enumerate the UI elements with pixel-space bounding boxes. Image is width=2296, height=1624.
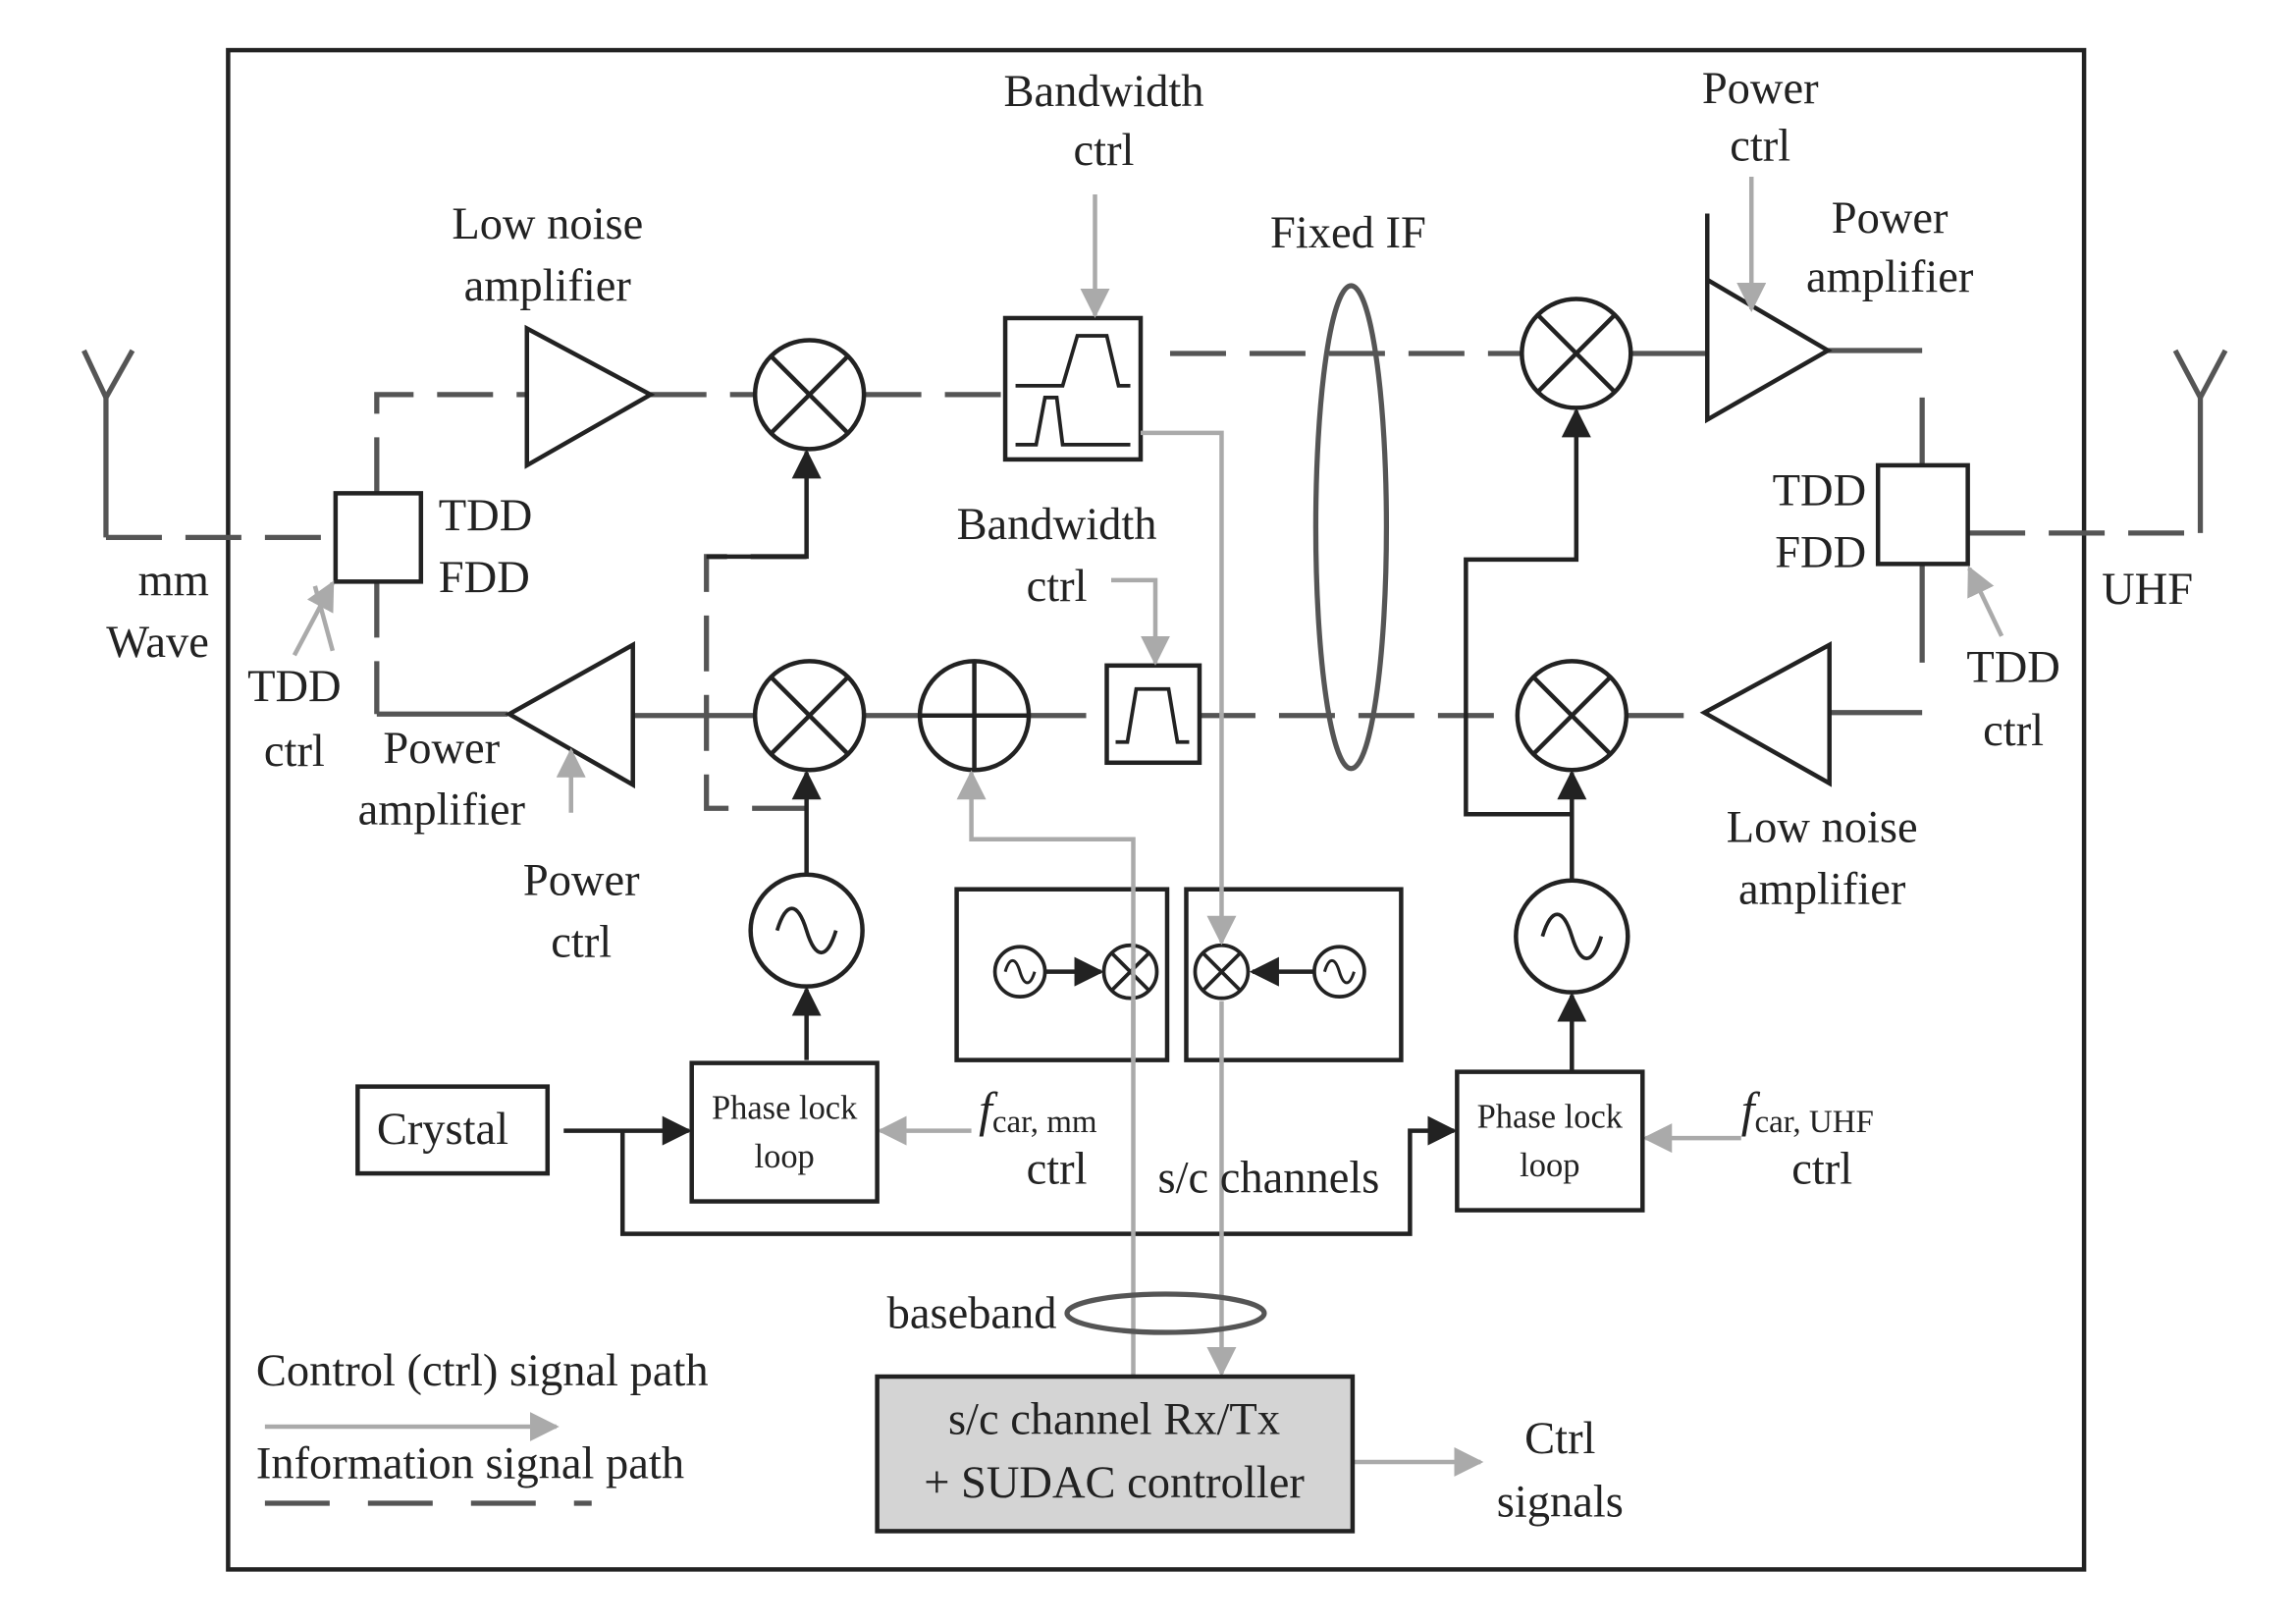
lo-paths [563, 407, 1591, 1236]
sc-downconverter-box [1184, 887, 1404, 1062]
label-power-ctrl-top-1: Power [1702, 64, 1819, 114]
ctrl-paths [264, 177, 2004, 1477]
pa-top-triangle [1705, 276, 1833, 424]
label-ctrl-signals-1: Ctrl [1524, 1414, 1595, 1464]
label-tdd-fdd-left-1: TDD [439, 491, 533, 541]
label-controller-2: + SUDAC controller [924, 1458, 1305, 1508]
label-lna-top-1: Low noise [452, 199, 643, 249]
label-fcar-mm: fcar, mm [979, 1083, 1097, 1140]
tdd-fdd-switch-left [333, 491, 424, 584]
solid-paths [376, 348, 1925, 719]
label-bw-ctrl-top-1: Bandwidth [1004, 67, 1204, 117]
label-baseband: baseband [887, 1289, 1057, 1339]
label-bw-ctrl-mid-2: ctrl [1027, 562, 1088, 612]
label-tdd-ctrl-left-1: TDD [247, 662, 342, 712]
lna-top-triangle [524, 324, 656, 469]
crystal-box [355, 1084, 551, 1176]
bandpass-filter-top-icon [1002, 315, 1144, 462]
label-crystal: Crystal [377, 1105, 508, 1155]
mixer-top-left-icon [752, 338, 867, 452]
label-pa-bottom-1: Power [383, 724, 500, 774]
label-uhf: UHF [2102, 565, 2193, 615]
label-fcar-uhf: fcar, UHF [1741, 1083, 1874, 1140]
label-tdd-ctrl-right-1: TDD [1966, 642, 2060, 692]
label-fcar-uhf-ctrl: ctrl [1791, 1145, 1852, 1195]
label-power-ctrl-top-2: ctrl [1730, 122, 1790, 172]
label-tdd-fdd-right-2: FDD [1775, 527, 1866, 577]
label-bw-ctrl-mid-1: Bandwidth [957, 500, 1157, 550]
pll-left-box [689, 1060, 880, 1204]
fixed-if-ellipse [1312, 283, 1390, 772]
label-ctrl-signals-2: signals [1497, 1477, 1624, 1527]
label-tdd-fdd-left-2: FDD [439, 553, 530, 603]
antenna-left-icon [81, 349, 135, 538]
label-pll-left-2: loop [755, 1138, 815, 1175]
label-lna-top-2: amplifier [464, 261, 632, 311]
lna-bottom-triangle [1699, 641, 1832, 787]
tdd-fdd-switch-right [1875, 462, 1970, 567]
label-bw-ctrl-top-2: ctrl [1074, 126, 1135, 176]
label-tdd-ctrl-right-2: ctrl [1983, 706, 2044, 756]
mixer-bottom-left-icon [752, 659, 867, 773]
label-tdd-fdd-right-1: TDD [1773, 465, 1867, 515]
label-pll-left-1: Phase lock [712, 1090, 858, 1127]
mixer-bottom-right-icon [1515, 659, 1629, 773]
bandpass-filter-bottom-icon [1104, 663, 1202, 766]
label-lna-bottom-1: Low noise [1727, 803, 1918, 853]
label-lna-bottom-2: amplifier [1738, 865, 1906, 915]
pll-right-box [1455, 1069, 1645, 1213]
controller-box [875, 1374, 1356, 1534]
label-fixed-if: Fixed IF [1270, 208, 1426, 258]
label-pa-top-1: Power [1832, 193, 1949, 244]
label-pa-bottom-2: amplifier [358, 785, 526, 836]
label-power-ctrl-bottom-2: ctrl [551, 918, 612, 968]
label-controller-1: s/c channel Rx/Tx [948, 1394, 1280, 1444]
legend-ctrl-label: Control (ctrl) signal path [256, 1346, 709, 1396]
label-fcar-mm-ctrl: ctrl [1027, 1145, 1088, 1195]
label-power-ctrl-bottom-1: Power [523, 856, 640, 906]
antenna-right-icon [2172, 349, 2228, 533]
label-sc-channels: s/c channels [1158, 1154, 1380, 1204]
sc-upconverter-box [954, 887, 1170, 1062]
baseband-ellipse [1064, 1291, 1267, 1335]
oscillator-left-icon [748, 872, 865, 989]
label-tdd-ctrl-left-2: ctrl [264, 727, 325, 777]
legend-info-label: Information signal path [256, 1438, 684, 1489]
outer-frame [226, 47, 2087, 1572]
label-pll-right-1: Phase lock [1477, 1099, 1624, 1136]
adder-icon [917, 659, 1032, 773]
mixer-top-right-icon [1520, 297, 1633, 410]
label-mm-wave-2: Wave [106, 618, 209, 668]
label-pll-right-2: loop [1520, 1147, 1579, 1184]
label-mm-wave-1: mm [138, 556, 209, 606]
label-pa-top-2: amplifier [1806, 252, 1974, 302]
oscillator-right-icon [1514, 878, 1630, 995]
